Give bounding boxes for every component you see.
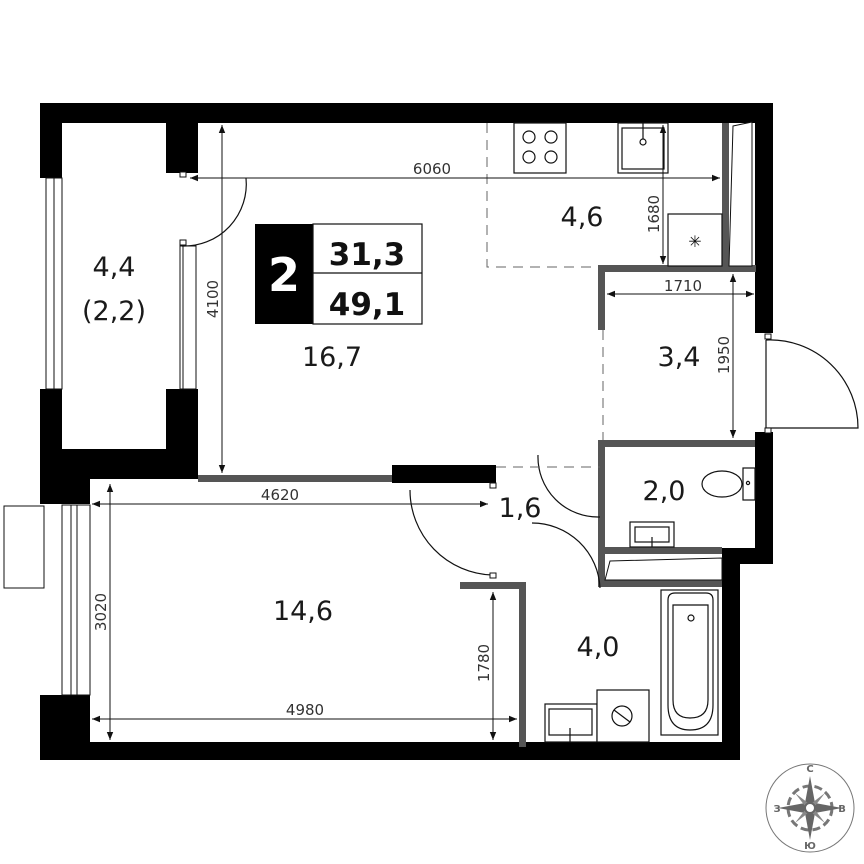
partitions (198, 123, 756, 747)
doors (181, 177, 859, 589)
dim-bedroom-right-height: 1780 (475, 644, 493, 682)
bathtub-icon (660, 589, 719, 736)
shelf-icon (604, 557, 723, 581)
zone-dashes (486, 123, 604, 468)
wardrobe-icon (728, 121, 753, 267)
fridge-icon: ✳ (667, 213, 723, 267)
compass-east: В (838, 804, 846, 815)
bedroom-area: 14,6 (273, 596, 333, 627)
living-area-value: 31,3 (329, 237, 406, 273)
corridor-area: 1,6 (499, 493, 542, 524)
stove-icon (513, 122, 567, 174)
bathroom-area: 4,0 (577, 632, 620, 663)
dim-hallway-width: 1710 (664, 277, 702, 295)
toilet-icon (701, 467, 756, 501)
compass-north: С (806, 764, 813, 775)
kitchen-zone-area: 4,6 (561, 202, 604, 233)
windows (3, 177, 197, 696)
living-room-area: 16,7 (302, 342, 362, 373)
rooms-count: 2 (268, 248, 300, 302)
balcony-reduced-area: (2,2) (82, 296, 146, 327)
compass-west: З (773, 804, 780, 815)
toilet-area: 2,0 (643, 476, 686, 507)
dim-bedroom-width-bottom: 4980 (286, 701, 324, 719)
apartment-summary-badge: 2 31,3 49,1 (255, 223, 423, 325)
dim-living-height: 4100 (204, 280, 222, 318)
kitchen-sink-icon (617, 122, 669, 174)
washbasin-icon (629, 521, 675, 548)
compass-south: Ю (804, 841, 816, 852)
dim-hallway-height: 1950 (715, 336, 733, 374)
total-area-value: 49,1 (329, 287, 406, 323)
dimension-lines (92, 125, 754, 740)
hallway-area: 3,4 (658, 342, 701, 373)
svg-text:✳: ✳ (688, 232, 701, 251)
exterior-walls (40, 103, 773, 760)
bath-sink-icon (544, 703, 598, 743)
compass-icon: С В Ю З (765, 763, 855, 853)
dim-kitchen-depth: 1680 (645, 195, 663, 233)
dim-bedroom-height: 3020 (92, 593, 110, 631)
washing-machine-icon (596, 689, 650, 743)
balcony-area: 4,4 (93, 252, 136, 283)
dim-living-width: 6060 (413, 160, 451, 178)
dim-bedroom-width-top: 4620 (261, 486, 299, 504)
